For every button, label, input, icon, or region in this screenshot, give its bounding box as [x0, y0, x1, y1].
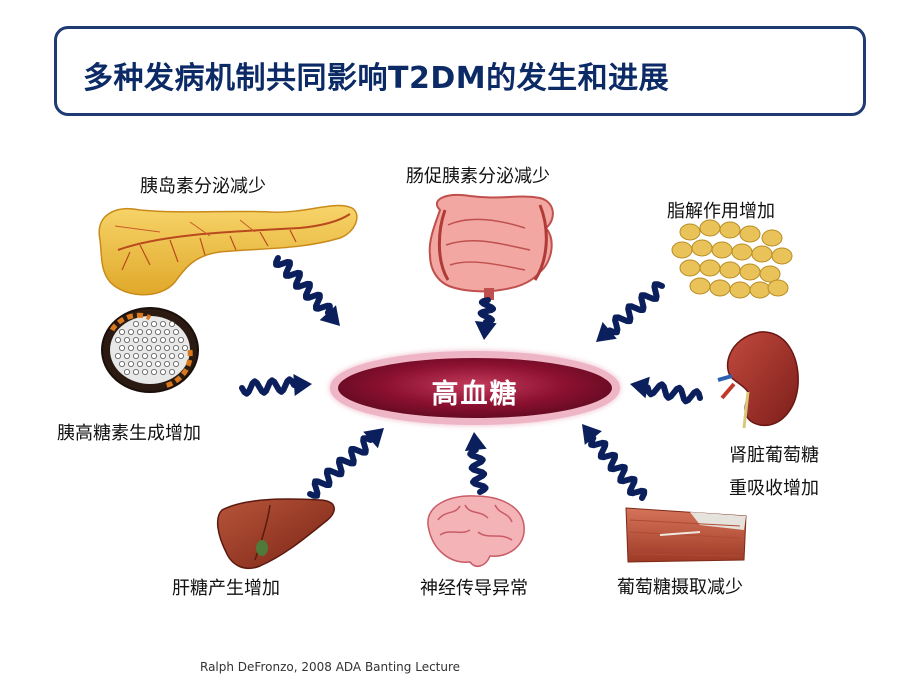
arrow-from-liver	[307, 428, 384, 499]
brain-illustration	[427, 495, 525, 567]
intestine-illustration	[428, 194, 554, 300]
islet-illustration	[101, 307, 199, 393]
arrow-from-kidney	[630, 376, 703, 405]
fat-cells-illustration	[671, 219, 793, 299]
label-kidney-line2: 重吸收增加	[729, 478, 819, 499]
label-gut-incretin: 肠促胰素分泌减少	[406, 166, 550, 187]
arrow-from-islet	[239, 374, 312, 397]
kidney-illustration	[717, 331, 799, 429]
label-liver: 肝糖产生增加	[172, 578, 280, 599]
label-lipolysis: 脂解作用增加	[667, 201, 775, 222]
label-muscle: 葡萄糖摄取减少	[617, 577, 743, 598]
label-brain: 神经传导异常	[420, 578, 528, 599]
arrow-from-muscle	[582, 424, 648, 501]
slide-title: 多种发病机制共同影响T2DM的发生和进展	[83, 61, 670, 96]
arrow-from-brain	[464, 432, 489, 495]
arrow-from-pancreas	[273, 255, 340, 326]
label-glucagon: 胰高糖素生成增加	[57, 423, 201, 444]
liver-illustration	[216, 498, 335, 570]
label-pancreas-insulin: 胰岛素分泌减少	[140, 176, 266, 197]
arrow-from-intestine	[474, 297, 497, 340]
arrow-group	[239, 255, 703, 501]
label-kidney-line1: 肾脏葡萄糖	[729, 445, 819, 466]
title-box: 多种发病机制共同影响T2DM的发生和进展	[54, 26, 866, 116]
center-label: 高血糖	[431, 379, 519, 410]
hyperglycemia-node	[330, 351, 620, 425]
muscle-illustration	[625, 507, 747, 563]
pancreas-illustration	[98, 204, 358, 296]
citation: Ralph DeFronzo, 2008 ADA Banting Lecture	[200, 660, 461, 674]
arrow-from-fat	[596, 281, 665, 342]
